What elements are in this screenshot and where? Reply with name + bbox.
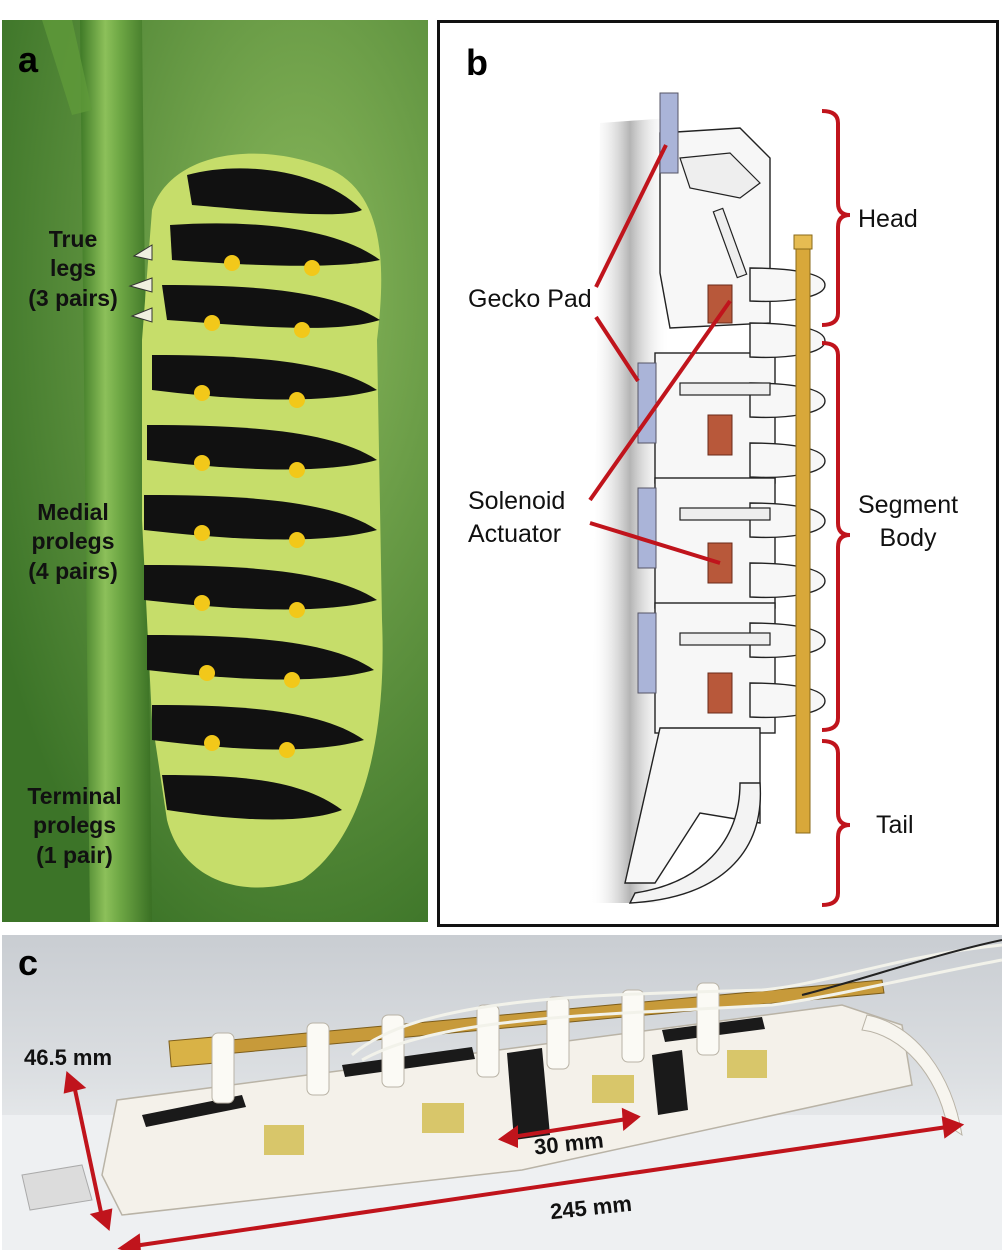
panel-letter-c: c	[18, 942, 39, 983]
panel-letter-b: b	[466, 42, 488, 83]
label-segment-body: Segment Body	[858, 491, 959, 552]
label-true-legs: True legs (3 pairs)	[28, 226, 118, 311]
label-solenoid-actuator: Solenoid Actuator	[468, 487, 566, 548]
bracket-head	[821, 109, 851, 327]
label-medial-prolegs: Medial prolegs (4 pairs)	[28, 499, 118, 584]
caterpillar-illustration	[2, 20, 428, 922]
dimension-height-label: 46.5 mm	[24, 1045, 113, 1070]
robot-prototype-illustration	[2, 939, 1002, 1250]
plant-stem	[80, 20, 152, 922]
robot-body	[21, 939, 1002, 1216]
panel-a-caterpillar-photo: a True legs (3 pairs) Medial prolegs (4 …	[2, 20, 428, 922]
caterpillar-body	[128, 153, 383, 888]
annotation-lines	[588, 109, 851, 907]
dimension-arrows	[63, 1071, 965, 1250]
robot-cad-drawing	[588, 92, 851, 907]
brass-rod	[795, 242, 811, 834]
panel-letter-a: a	[18, 39, 39, 80]
solenoid-actuators	[707, 284, 733, 714]
panel-c-prototype-photo: c 46.5 mm 30 mm 245 mm	[2, 935, 1002, 1250]
label-head: Head	[858, 205, 918, 233]
label-gecko-pad: Gecko Pad	[468, 285, 592, 313]
gecko-pads	[637, 92, 679, 694]
label-terminal-prolegs: Terminal prolegs (1 pair)	[27, 783, 122, 868]
panel-b-cad-model: b Gecko Pad Solenoid Actuator Head Segme…	[437, 20, 999, 927]
bracket-tail	[821, 739, 851, 907]
label-tail: Tail	[876, 811, 914, 839]
bracket-segment-body	[821, 341, 851, 732]
